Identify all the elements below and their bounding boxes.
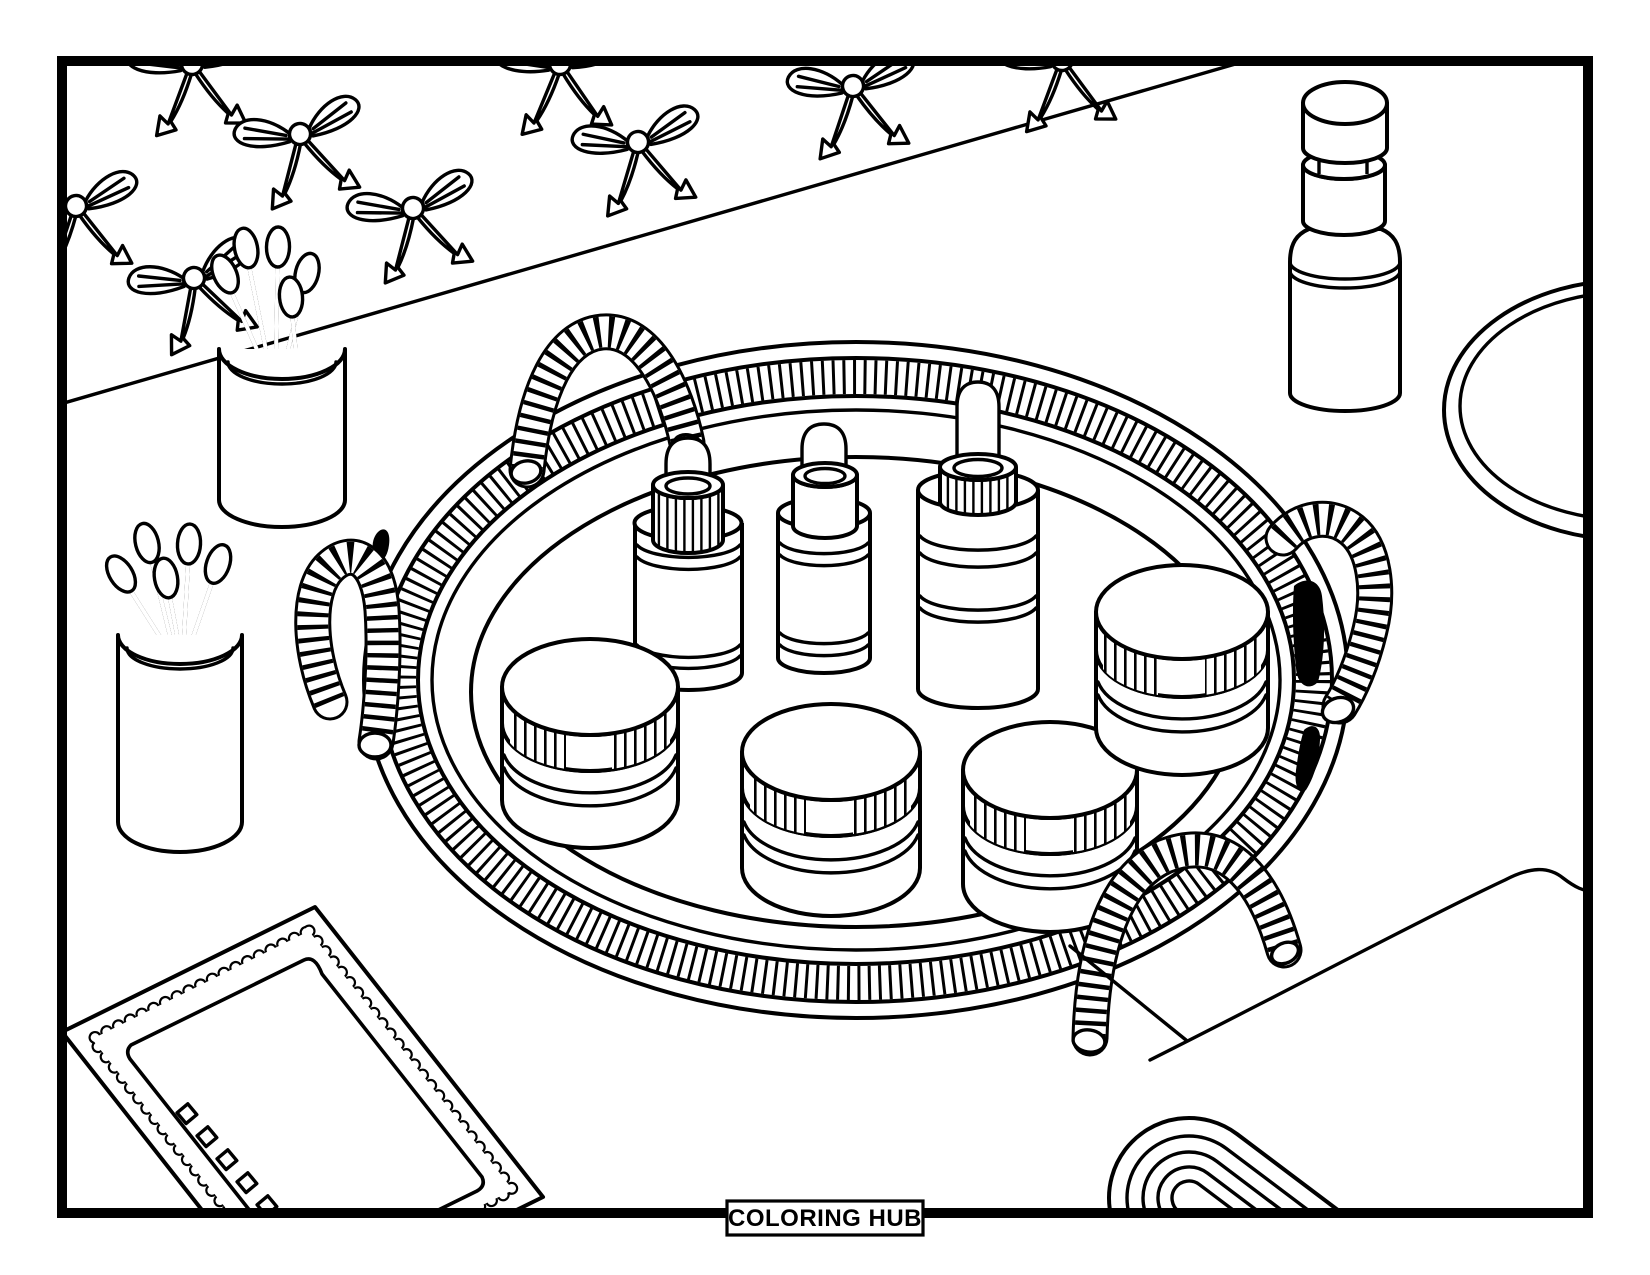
rope-handle-left	[294, 538, 402, 761]
brand-badge: COLORING HUB	[725, 1199, 925, 1237]
checkbox	[235, 1171, 259, 1195]
jar-lid-top	[500, 637, 680, 737]
cream-jar-3	[961, 720, 1139, 934]
handle-shadow	[1292, 580, 1325, 687]
cup-body	[217, 349, 347, 529]
handle-shadow	[1295, 726, 1321, 792]
cotton-swab-cup-1	[210, 225, 347, 529]
spray-bottle	[1288, 80, 1402, 413]
wall-table-divider	[62, 61, 1252, 406]
rope-handle-right	[1264, 500, 1394, 725]
dropper-bottle-3	[916, 380, 1040, 710]
cup-rim	[116, 633, 244, 666]
jar-lid-top	[1094, 563, 1270, 661]
cream-jar-4	[1094, 563, 1270, 777]
table-edge-line	[1148, 867, 1588, 1062]
jar-lid-top	[740, 702, 922, 802]
card-inner-panel	[125, 957, 485, 1213]
dropper-bottle-1	[632, 436, 744, 692]
bow-wallpaper-pattern	[8, 25, 1134, 360]
checkbox	[175, 1102, 199, 1126]
dropper-bottle-2	[776, 422, 872, 675]
cream-jar-1	[500, 637, 680, 850]
cotton-swabs	[104, 521, 233, 642]
spray-bottle-body	[1288, 227, 1402, 413]
bow-icon	[494, 31, 631, 136]
dropper-bulb	[955, 380, 1001, 474]
cream-jar-2	[740, 702, 922, 918]
bow-icon	[345, 167, 492, 287]
cup-body	[116, 635, 244, 854]
checkbox	[215, 1148, 239, 1172]
cotton-swabs	[210, 225, 321, 356]
table-edge-line	[1068, 944, 1188, 1042]
bow-icon	[995, 25, 1135, 134]
brand-badge-box	[725, 1199, 925, 1237]
cotton-swab-cup-2	[104, 521, 244, 854]
brand-badge-label: COLORING HUB	[728, 1205, 922, 1232]
rolled-towel	[1107, 1116, 1582, 1213]
trinket-dish	[1442, 281, 1588, 539]
bow-icon	[8, 169, 150, 282]
bow-icon	[785, 49, 927, 162]
cup-rim	[217, 347, 347, 381]
checklist-card	[62, 905, 545, 1213]
checkbox	[195, 1125, 219, 1149]
